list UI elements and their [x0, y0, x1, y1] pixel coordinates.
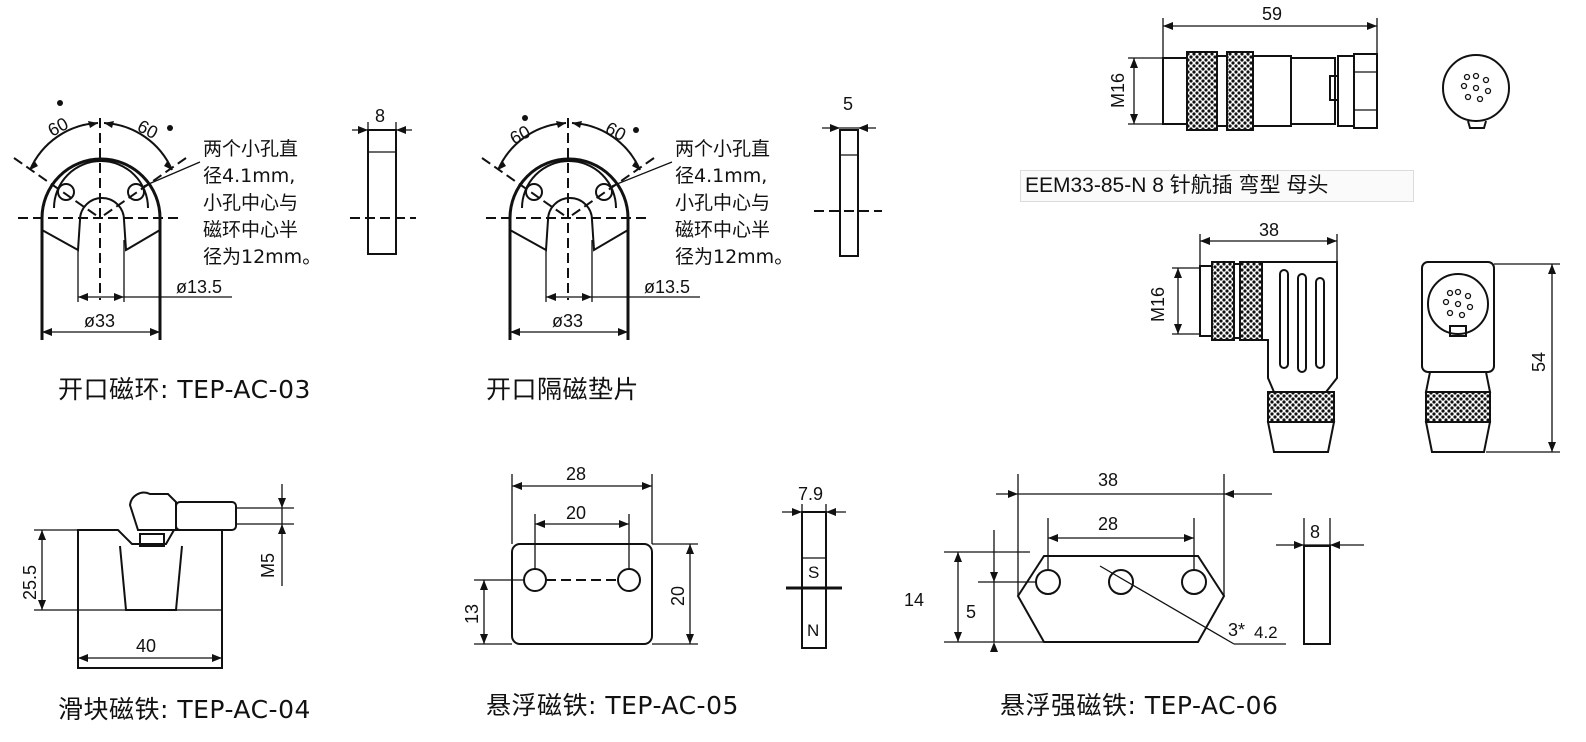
float-drawing: 28 20 20 13 S N 7.9: [462, 464, 846, 649]
straight-thread: M16: [1108, 73, 1128, 108]
angle-right-label: 60: [134, 116, 161, 143]
caption-float-strong: 悬浮强磁铁: TEP-AC-06: [1000, 691, 1279, 720]
thickness-label: 8: [375, 106, 385, 126]
ring-outer-outline: [40, 157, 162, 340]
float-strong-drawing: 38 28 14 5 3* 4.2 8: [904, 470, 1364, 652]
straight-length: 59: [1262, 4, 1282, 24]
hole-note-2: 径4.1mm,: [203, 165, 295, 187]
spacer-note-4: 磁环中心半: [675, 219, 770, 241]
caption-spacer-open: 开口隔磁垫片: [486, 375, 640, 404]
spacer-inner-dia: ø13.5: [644, 277, 690, 297]
hole-right: [127, 183, 145, 201]
caption-float: 悬浮磁铁: TEP-AC-05: [486, 691, 739, 720]
float-hole-spacing: 20: [566, 503, 586, 523]
caption-slider: 滑块磁铁: TEP-AC-04: [58, 695, 311, 724]
float-strong-hole-offset: 5: [966, 602, 976, 622]
spacer-note-3: 小孔中心与: [675, 192, 770, 214]
spacer-note-1: 两个小孔直: [675, 138, 770, 160]
spacer-angle-right: 60: [602, 118, 629, 145]
hole-note-4: 磁环中心半: [203, 219, 298, 241]
float-strong-hole-spacing: 28: [1098, 514, 1118, 534]
caption-ring-open: 开口磁环: TEP-AC-03: [58, 375, 311, 404]
angled-length: 38: [1259, 220, 1279, 240]
float-strong-holes: 3*: [1228, 620, 1245, 640]
float-strong-length: 38: [1098, 470, 1118, 490]
connector-part-label: EEM33-85-N 8 针航插 弯型 母头: [1020, 170, 1414, 202]
hole-note-5: 径为12mm。: [203, 246, 321, 268]
angled-height: 54: [1529, 352, 1549, 372]
float-strong-thickness: 8: [1310, 522, 1320, 542]
note-leader: [143, 161, 201, 187]
float-height: 20: [668, 586, 688, 606]
hole-left: [57, 183, 75, 201]
connector-straight-drawing: 59 M16: [1108, 4, 1510, 131]
spacer-open-drawing: 60 60 ø13.5 ø33 两个小孔直 径4.1mm, 小孔中心与 磁环中心…: [481, 94, 882, 340]
spacer-outer-dia: ø33: [552, 311, 583, 331]
slider-thread: M5: [258, 553, 278, 578]
float-strong-height: 14: [904, 590, 924, 610]
float-strong-hole-dia: 4.2: [1254, 623, 1278, 642]
slider-height: 25.5: [20, 565, 40, 600]
inner-dia-label: ø13.5: [176, 277, 222, 297]
angle-left-label: 60: [44, 113, 71, 140]
float-thickness: 7.9: [798, 484, 823, 504]
outer-dia-label: ø33: [84, 311, 115, 331]
float-pole-n: N: [807, 621, 819, 640]
spacer-note-5: 径为12mm。: [675, 246, 793, 268]
float-hole-offset: 13: [462, 604, 482, 624]
ring-open-drawing: 60 60 ø13.5 ø33 两个小孔直 径4.1mm, 小孔中心与 磁环中心…: [13, 100, 416, 340]
slider-length: 40: [136, 636, 156, 656]
spacer-angle-left: 60: [506, 121, 533, 148]
spacer-note-2: 径4.1mm,: [675, 165, 767, 187]
float-length: 28: [566, 464, 586, 484]
ring-side-view: [367, 129, 397, 255]
spacer-thickness: 5: [843, 94, 853, 114]
slider-drawing: M5 25.5 40: [20, 484, 294, 669]
hole-note-1: 两个小孔直: [203, 138, 298, 160]
angled-thread: M16: [1148, 287, 1168, 322]
connector-angled-drawing: 38 M16 54: [1148, 220, 1560, 453]
float-pole-s: S: [808, 563, 819, 582]
hole-note-3: 小孔中心与: [203, 192, 298, 214]
ring-slot-outline: [41, 197, 161, 252]
